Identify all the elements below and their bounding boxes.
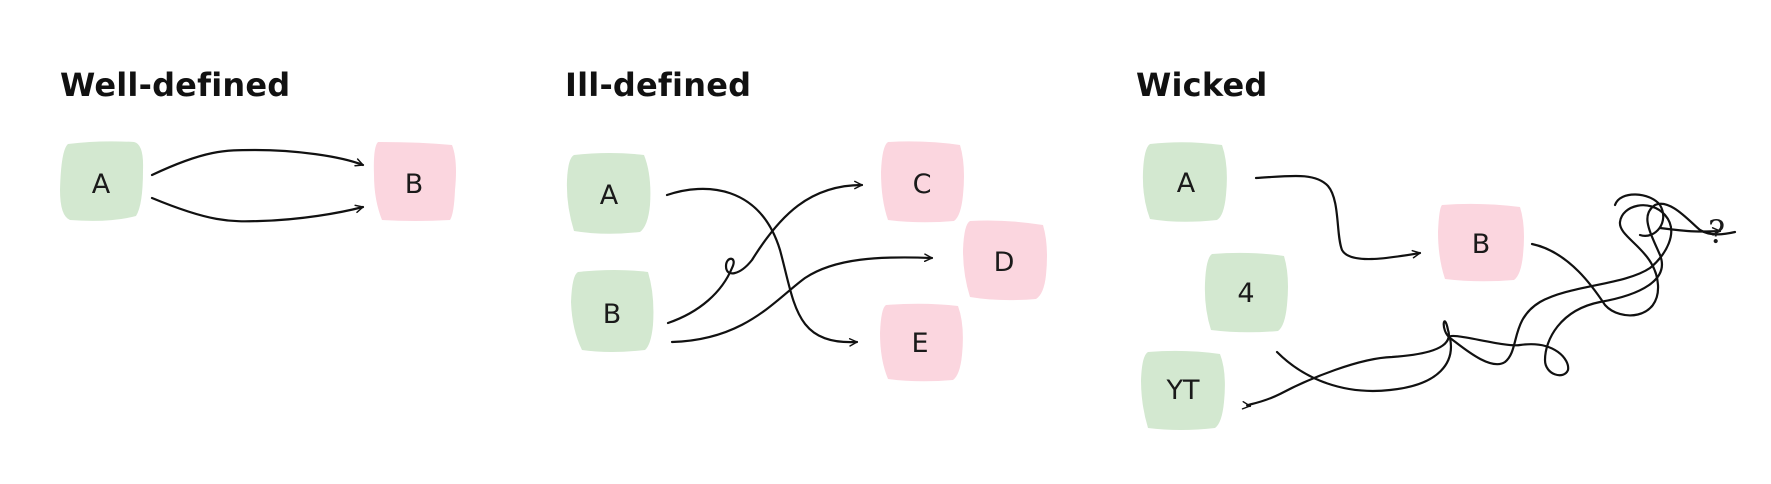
connector-squiggle — [1658, 226, 1722, 236]
connector-squiggle — [1241, 204, 1673, 410]
unknown-goal-marker: ? — [1708, 213, 1725, 251]
node-label: YT — [1166, 375, 1200, 406]
node-wicked-a: A — [1142, 142, 1227, 222]
node-shape — [571, 270, 654, 352]
node-label: A — [600, 180, 619, 211]
node-shape — [1142, 142, 1227, 222]
node-shape — [373, 142, 456, 221]
node-label: E — [911, 328, 928, 359]
node-ill-defined-a: A — [566, 153, 651, 234]
node-shape — [1204, 252, 1288, 333]
node-wicked-yt: YT — [1141, 350, 1225, 430]
node-label: B — [1472, 229, 1491, 260]
panel-title-ill-defined: Ill-defined — [565, 66, 752, 104]
panel-title-well-defined: Well-defined — [60, 66, 291, 104]
node-shape — [963, 220, 1047, 301]
connector-arrow — [150, 196, 365, 223]
node-wicked-4: 4 — [1204, 252, 1288, 333]
node-ill-defined-e: E — [880, 303, 963, 382]
node-ill-defined-d: D — [963, 220, 1047, 301]
connector-arrow — [665, 187, 859, 347]
node-shape — [566, 153, 651, 234]
node-label: B — [603, 299, 622, 330]
node-label: A — [92, 169, 111, 200]
node-label: C — [913, 169, 932, 200]
node-label: B — [405, 169, 424, 200]
node-well-defined-a: A — [60, 141, 144, 221]
node-label: D — [994, 247, 1015, 278]
connector-squiggle — [1275, 202, 1737, 392]
connector-arrow — [666, 180, 864, 325]
node-ill-defined-b: B — [571, 270, 654, 352]
connector-arrow — [670, 253, 934, 344]
node-wicked-b: B — [1438, 203, 1524, 282]
connector-squiggle — [1613, 193, 1665, 237]
panel-well-defined: A B — [60, 141, 456, 223]
node-ill-defined-c: C — [881, 141, 964, 223]
connector-arrow — [1254, 174, 1422, 261]
panel-ill-defined: A B C D E — [566, 141, 1047, 382]
connector-arrow — [150, 148, 365, 177]
node-shape — [881, 141, 964, 223]
node-shape — [1438, 203, 1524, 282]
node-shape — [60, 141, 144, 221]
node-label: 4 — [1237, 278, 1254, 309]
panel-title-wicked: Wicked — [1136, 66, 1268, 104]
node-well-defined-b: B — [373, 142, 456, 221]
node-label: A — [1177, 168, 1196, 199]
node-shape — [880, 303, 963, 382]
node-shape — [1141, 350, 1225, 430]
panel-wicked: A 4 YT B ? — [1141, 142, 1737, 430]
